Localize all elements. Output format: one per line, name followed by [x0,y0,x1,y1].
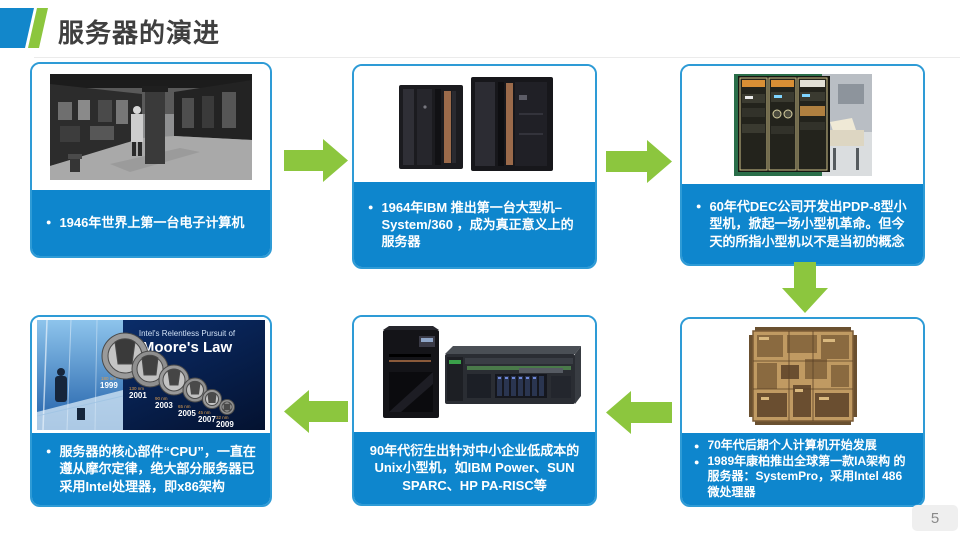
ibm-system360-photo [384,73,565,175]
moore-title-line2: Moore's Law [142,339,233,356]
flow-arrow-down [782,262,828,313]
bullet-icon: ● [368,201,374,212]
card-1964: ● 1964年IBM 推出第一台大型机–System/360 ，成为真正意义上的… [352,64,597,269]
card-1960s-caption: ● 60年代DEC公司开发出PDP-8型小型机，掀起一场小型机革命。但今天的所指… [682,184,923,264]
intel-moores-law-photo: Intel's Relentless Pursuit of Moore's La… [37,320,265,430]
flow-arrow-right-2 [606,140,672,183]
page-number-badge: 5 [912,505,958,531]
card-1990s-caption: 90年代衍生出针对中小企业低成本的Unix小型机，如IBM Power、SUN … [354,432,595,504]
card-1946-image-area [32,64,270,190]
caption-text: 70年代后期个人计算机开始发展 [707,437,877,452]
moore-node-nm: 65 nm [178,404,191,409]
card-cpu-caption: ● 服务器的核心部件“CPU”，一直在遵从摩尔定律，绝大部分服务器已采用Inte… [32,433,270,505]
card-1946: ● 1946年世界上第一台电子计算机 [30,62,272,258]
card-1990s-image-area [354,317,595,432]
card-1964-caption: ● 1964年IBM 推出第一台大型机–System/360 ，成为真正意义上的… [354,182,595,267]
caption-text: 服务器的核心部件“CPU”，一直在遵从摩尔定律，绝大部分服务器已采用Intel处… [59,444,256,494]
moore-node-year: 2001 [129,391,147,400]
dec-pdp8-photo [733,74,872,176]
moore-node-year: 2009 [216,420,234,429]
card-1960s-image-area [682,66,923,184]
unix-servers-photo [366,323,583,426]
eniac-room-photo [50,74,252,180]
caption-text: 1989年康柏推出全球第一款IA架构 的服务器：SystemPro，采用Inte… [707,453,906,499]
caption-text: 1946年世界上第一台电子计算机 [59,215,245,231]
title-divider [34,57,960,58]
bullet-icon: ● [46,446,52,457]
caption-text: 60年代DEC公司开发出PDP-8型小型机，掀起一场小型机革命。但今天的所指小型… [709,199,907,249]
moore-node-year: 2005 [178,409,196,418]
moore-node-nm: 90 nm [155,396,168,401]
moore-node-nm: 130 nm [129,386,144,391]
caption-text: 1964年IBM 推出第一台大型机–System/360 ，成为真正意义上的服务… [381,199,574,250]
moore-node-year: 2007 [198,415,216,424]
cpu-die-photo [744,325,861,427]
moore-node-nm: 32 nm [216,415,229,420]
flow-arrow-right-1 [284,139,348,182]
flow-arrow-left-2 [284,390,348,433]
bullet-icon: ● [46,217,52,228]
card-cpu-image-area: Intel's Relentless Pursuit of Moore's La… [32,317,270,433]
caption-text: 90年代衍生出针对中小企业低成本的Unix小型机，如IBM Power、SUN … [369,443,580,493]
flow-arrow-left-1 [606,391,672,434]
moore-node-nm: 45 nm [198,410,211,415]
bullet-icon: ● [694,440,700,451]
moore-node-year: 2003 [155,401,173,410]
moore-node-nm: 180 nm [101,376,116,381]
card-cpu-moore: Intel's Relentless Pursuit of Moore's La… [30,315,272,507]
card-1960s: ● 60年代DEC公司开发出PDP-8型小型机，掀起一场小型机革命。但今天的所指… [680,64,925,266]
title-accent-shapes [0,8,48,48]
moore-title-line1: Intel's Relentless Pursuit of [139,329,236,338]
page-title: 服务器的演进 [58,18,221,48]
card-1970s: ● 70年代后期个人计算机开始发展 ● 1989年康柏推出全球第一款IA架构 的… [680,317,925,507]
moore-node-year: 1999 [100,381,118,390]
card-1990s: 90年代衍生出针对中小企业低成本的Unix小型机，如IBM Power、SUN … [352,315,597,506]
card-1964-image-area [354,66,595,182]
card-1946-caption: ● 1946年世界上第一台电子计算机 [32,190,270,256]
card-1970s-caption: ● 70年代后期个人计算机开始发展 ● 1989年康柏推出全球第一款IA架构 的… [682,433,923,505]
bullet-icon: ● [696,201,702,212]
bullet-icon: ● [694,456,700,467]
card-1970s-image-area [682,319,923,433]
